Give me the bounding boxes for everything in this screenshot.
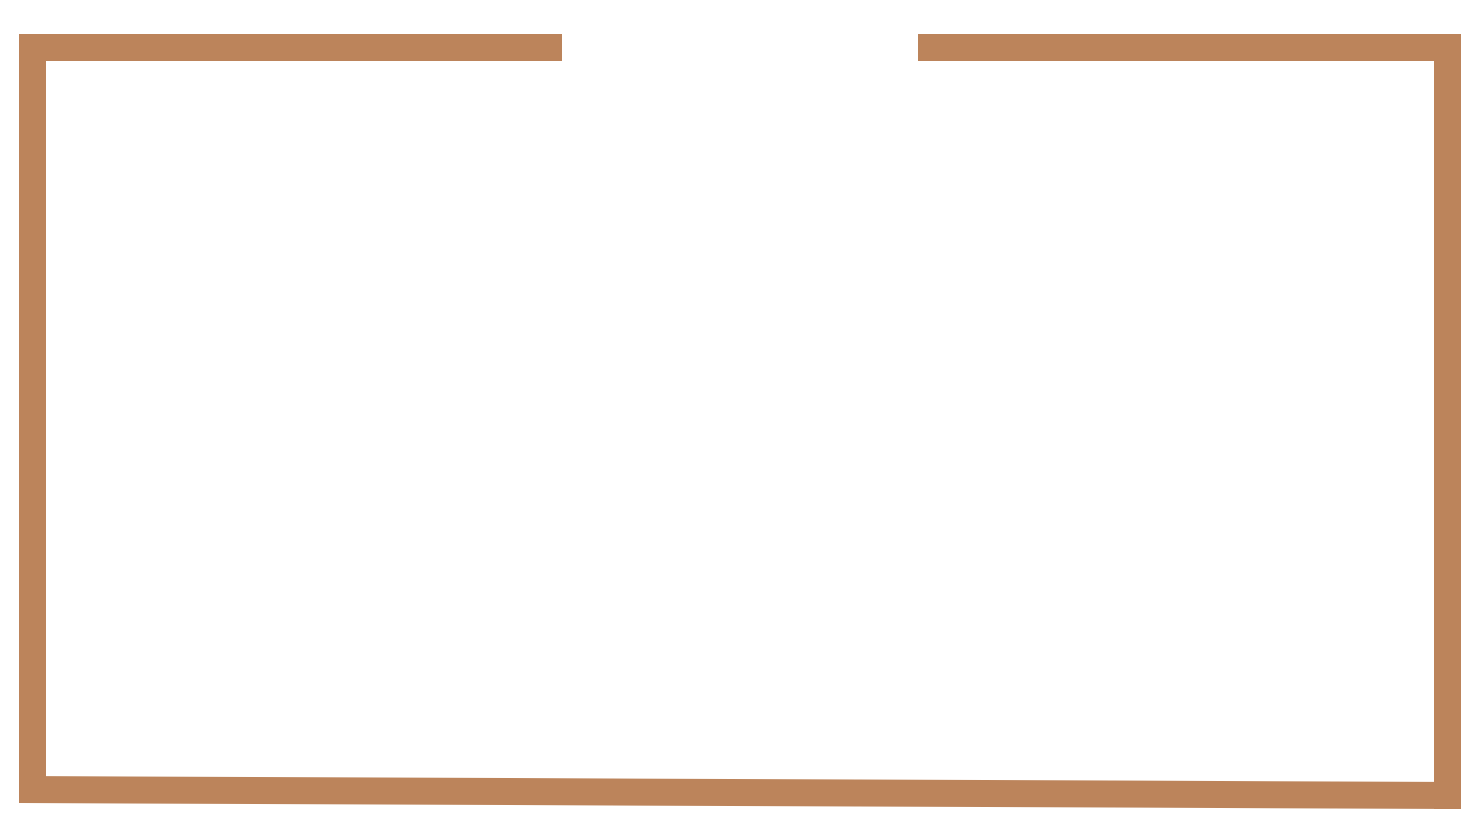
frame-left-side: [19, 34, 46, 803]
frame-top-right-segment: [918, 34, 1461, 61]
frame-right-side: [1434, 34, 1461, 809]
frame-top-left-segment: [19, 34, 562, 61]
frame-bottom-side: [19, 776, 1461, 809]
